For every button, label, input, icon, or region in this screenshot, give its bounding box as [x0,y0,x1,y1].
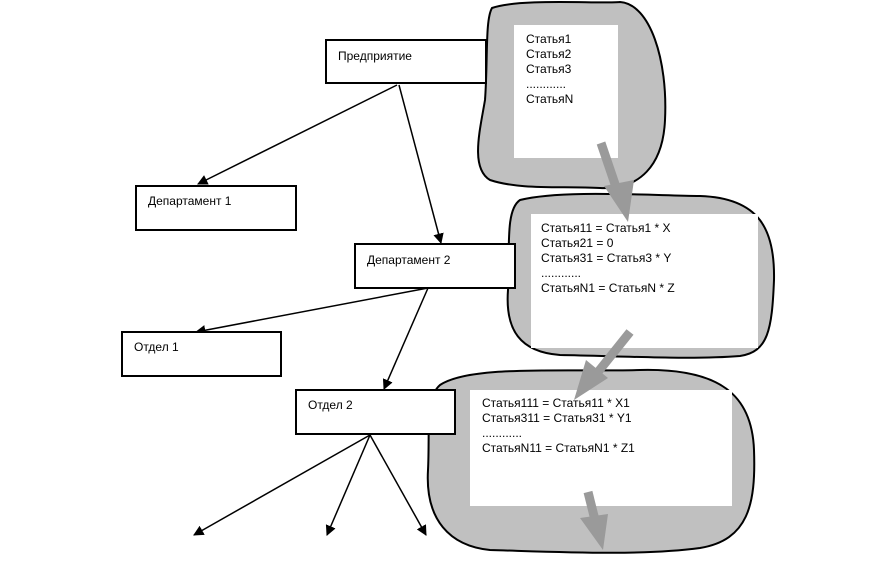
node-division1: Отдел 1 [121,331,282,377]
node-department2-label: Департамент 2 [367,253,451,267]
flow-arrow-2 [574,329,634,400]
edge-department2-division2 [382,287,429,390]
edge-department2-division1 [194,287,429,336]
node-enterprise: Предприятие [325,39,487,84]
note-line: СтатьяN [526,92,574,106]
note-line: Статья3 [526,62,572,76]
note-line: СтатьяN11 = СтатьяN1 * Z1 [482,441,635,455]
edge-enterprise-department2 [398,84,444,245]
note-line: Статья31 = Статья3 * Y [541,251,672,265]
note-line: ............ [541,266,582,280]
note-line: ............ [482,426,523,440]
edge-division2-child-middle [325,434,371,536]
note-line: Статья21 = 0 [541,236,614,250]
node-division2-label: Отдел 2 [308,398,353,412]
note-line: ............ [526,77,567,91]
note-department2: Статья11 = Статья1 * X Статья21 = 0 Стат… [541,221,675,296]
edge-division2-child-right [369,434,427,536]
node-enterprise-label: Предприятие [338,49,412,63]
note-line: Статья1 [526,32,572,46]
note-panel-enterprise [514,25,618,158]
edge-enterprise-department1 [197,84,398,185]
node-division2: Отдел 2 [295,389,456,435]
node-division1-label: Отдел 1 [134,340,179,354]
note-panel-division2 [470,390,732,506]
note-enterprise: Статья1 Статья2 Статья3 ............ Ста… [526,32,573,107]
node-department2: Департамент 2 [354,243,516,289]
note-division2: Статья111 = Статья11 * X1 Статья311 = Ст… [482,396,635,456]
node-department1: Департамент 1 [135,185,297,231]
note-line: Статья11 = Статья1 * X [541,221,671,235]
edge-division2-child-left [193,434,371,536]
node-department1-label: Департамент 1 [148,194,232,208]
note-line: Статья311 = Статья31 * Y1 [482,411,632,425]
note-line: Статья2 [526,47,572,61]
note-panel-department2 [531,214,758,348]
note-line: Статья111 = Статья11 * X1 [482,396,630,410]
flow-arrow-1 [596,141,634,222]
note-line: СтатьяN1 = СтатьяN * Z [541,281,675,295]
flow-arrow-3 [580,490,608,550]
